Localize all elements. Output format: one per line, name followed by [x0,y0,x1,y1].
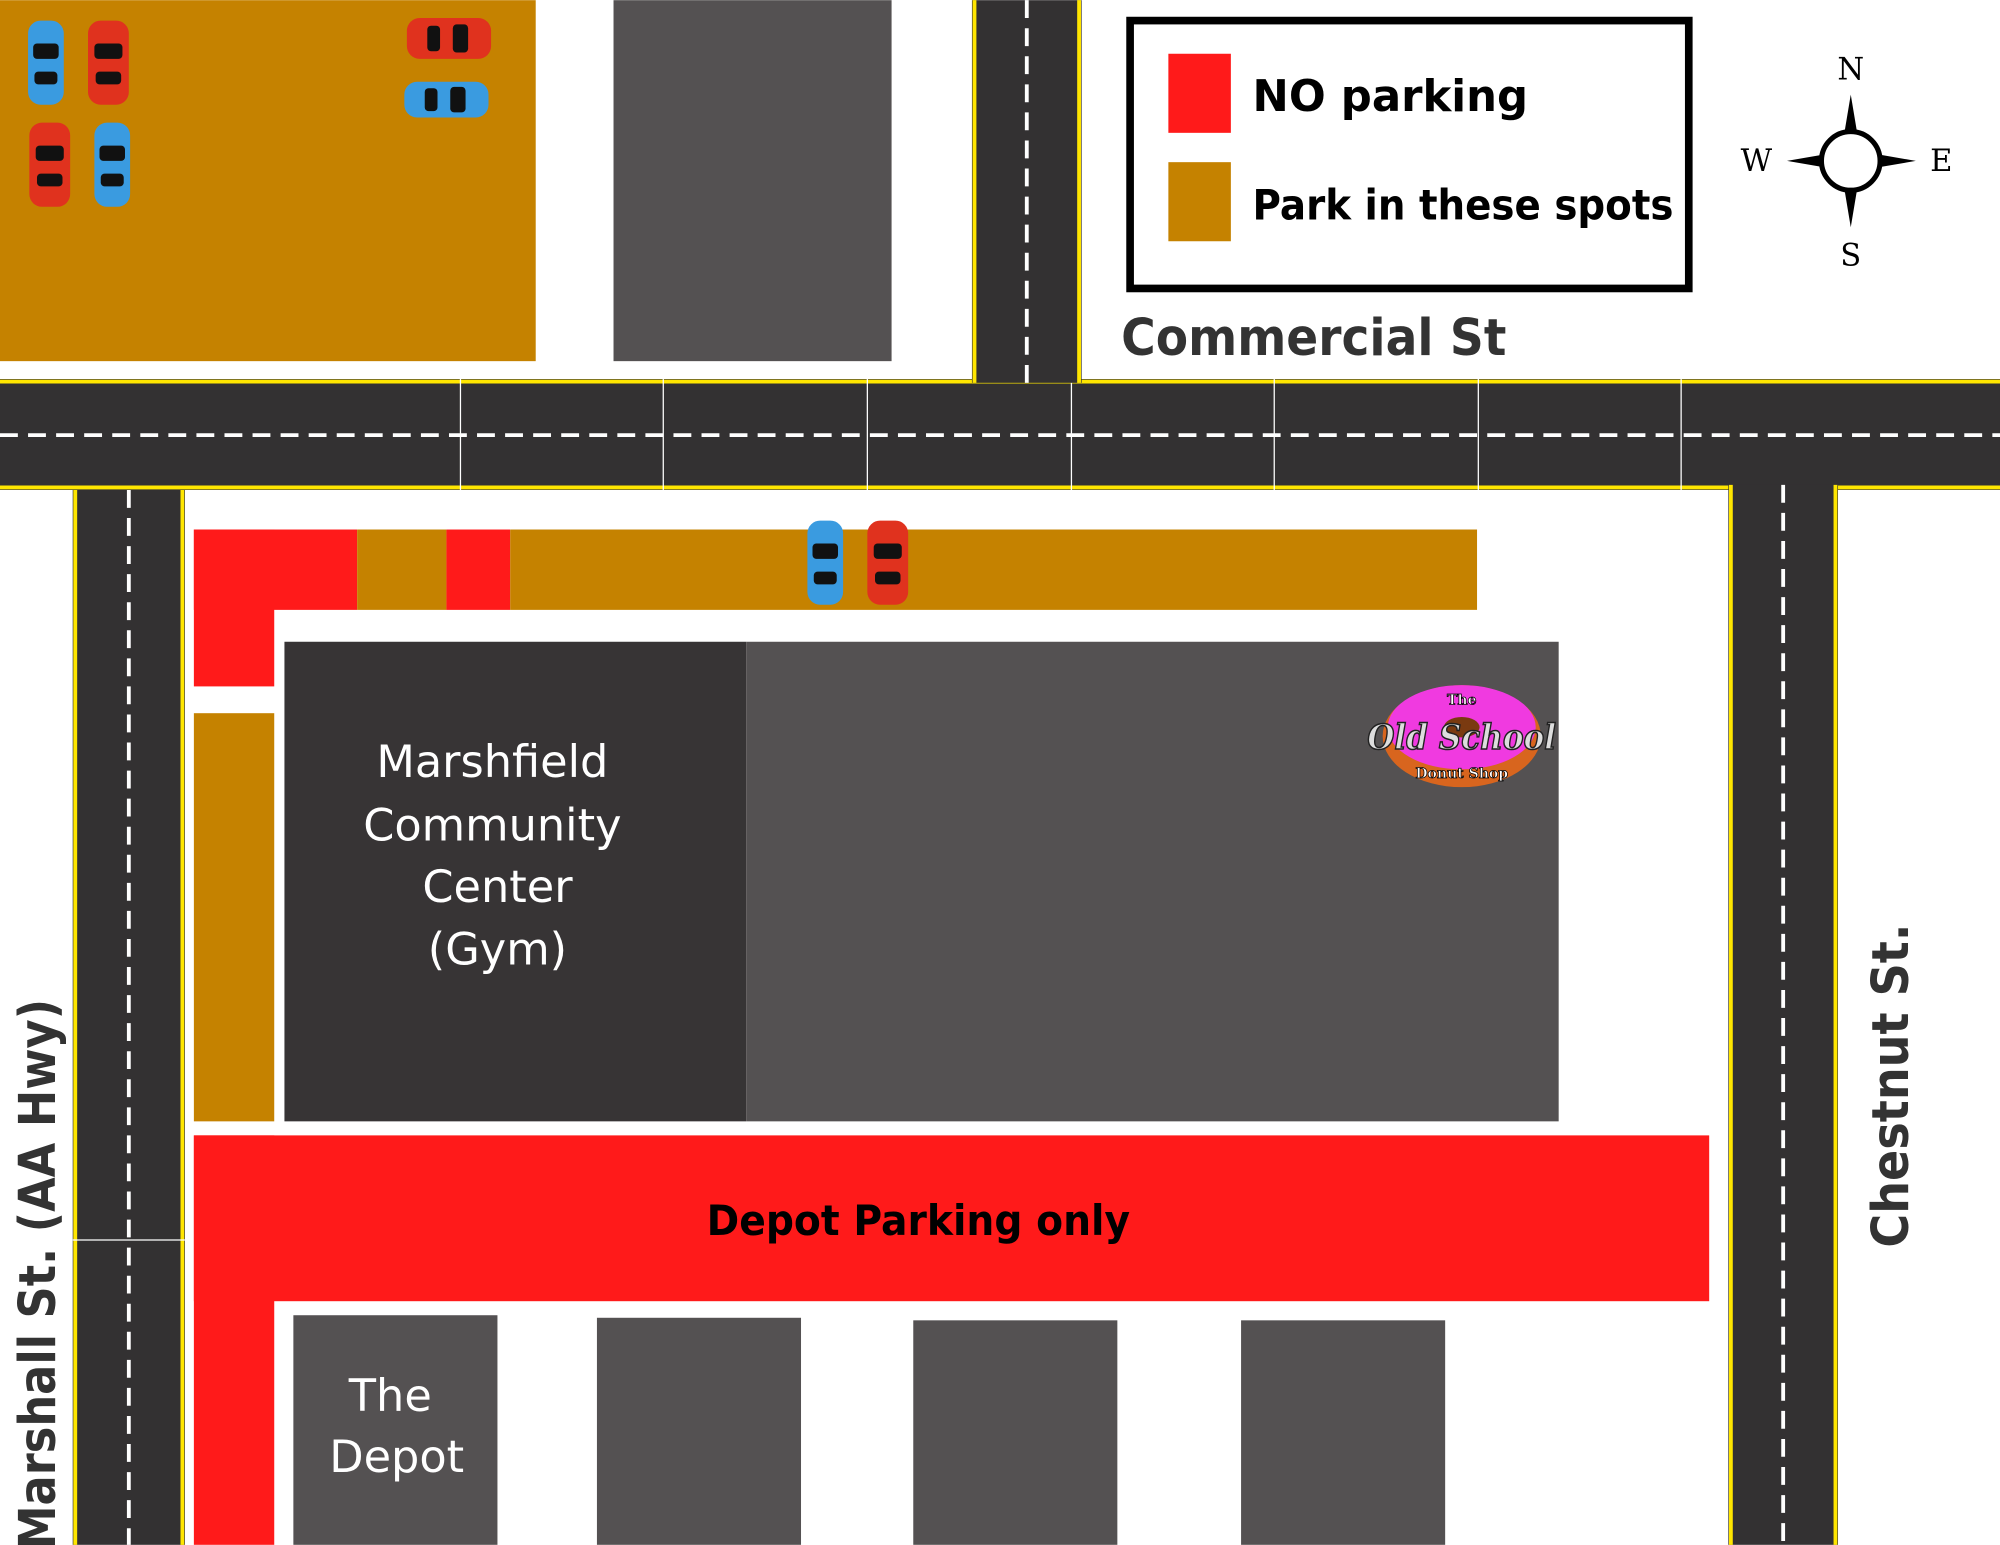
compass-s: S [1840,238,1861,273]
building-top [613,0,892,362]
legend: NO parking Park in these spots [1126,16,1693,293]
depot-building [293,1315,498,1545]
car [404,81,489,118]
parking-zone [193,713,275,1122]
compass-n: N [1837,52,1864,87]
parking-zone [510,529,1478,610]
car [807,520,844,605]
car [28,20,64,105]
community-center-line3: Center [422,861,573,913]
legend-no-parking-label: NO parking [1253,72,1529,122]
legend-swatch-no-parking [1168,53,1231,133]
road-commercial [0,379,2000,490]
street-label-chestnut: Chestnut St. [1862,924,1921,1248]
depot-parking-zone [193,1135,275,1545]
building [596,1317,802,1545]
building [913,1320,1118,1545]
community-center-line1: Marshfield [376,736,608,788]
svg-text:Old School: Old School [1367,718,1556,758]
compass-w: W [1741,144,1773,179]
car [867,520,909,605]
compass-icon: N S W E [1741,52,1953,273]
old-school-donut-shop-logo: The Old School Donut Shop [1367,685,1557,788]
compass-e: E [1930,144,1952,179]
depot-line2: Depot [329,1431,464,1483]
legend-park-label: Park in these spots [1253,181,1674,230]
community-center-line4: (Gym) [428,923,567,975]
street-label-marshall: Marshall St. (AA Hwy) [9,999,68,1545]
road-north [971,0,1082,383]
car [29,122,71,207]
building [1241,1320,1446,1545]
car [88,20,129,105]
legend-swatch-park [1168,162,1231,242]
car [94,122,131,207]
street-label-commercial: Commercial St [1121,309,1506,368]
no-parking-zone [193,529,275,687]
community-center-line2: Community [363,800,621,852]
car [406,18,492,59]
road-marshall [72,489,185,1545]
road-chestnut [1728,484,1839,1545]
svg-text:The: The [1447,692,1477,708]
svg-text:Donut Shop: Donut Shop [1415,766,1508,782]
community-center-building [284,641,747,1122]
depot-line1: The [348,1370,432,1422]
depot-parking-zone [193,1135,1710,1302]
no-parking-zone [446,529,511,610]
parking-zone [357,529,447,610]
depot-parking-label: Depot Parking only [707,1196,1130,1245]
